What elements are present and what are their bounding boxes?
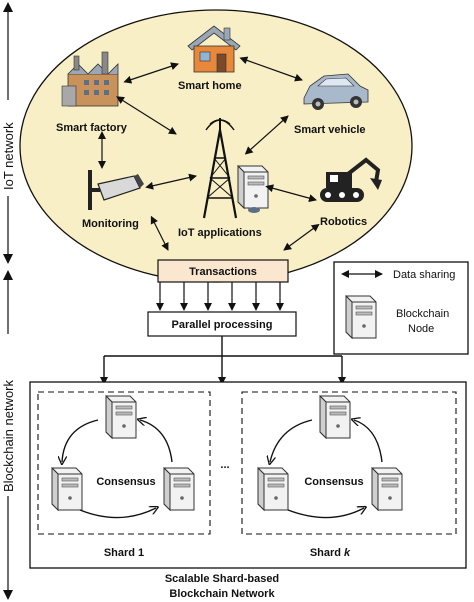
shard-k-node-top — [319, 395, 351, 439]
shard-k-label-suffix: k — [344, 547, 351, 559]
shard-1-consensus-label: Consensus — [96, 476, 155, 488]
smart-factory-label: Smart factory — [56, 122, 128, 134]
robotics-label: Robotics — [320, 216, 367, 228]
shard-k-label-prefix: Shard — [310, 547, 344, 559]
shard-1-label: Shard 1 — [104, 547, 144, 559]
transactions-label: Transactions — [189, 266, 257, 278]
shard-1-dashed-box — [37, 391, 211, 535]
shard-distribution-arrows — [100, 336, 346, 385]
smart-vehicle-icon — [303, 73, 369, 110]
blockchain-network-side-bracket: Blockchain network — [0, 270, 16, 600]
network-title-line1: Scalable Shard-based — [165, 573, 279, 585]
legend-blockchain-node-label-line1: Blockchain — [396, 308, 449, 320]
smart-home-icon — [187, 25, 241, 73]
shard-k-label: Shard k — [310, 547, 351, 559]
parallel-processing-box — [147, 311, 297, 337]
smart-vehicle-label: Smart vehicle — [294, 124, 366, 136]
robotics-excavator-icon — [320, 157, 382, 202]
iot-applications-tower-icon — [202, 118, 238, 219]
shard-1-node-left — [51, 467, 83, 511]
shard-1-node-top — [105, 395, 137, 439]
iot-applications-server-icon — [237, 165, 269, 213]
smart-home-label: Smart home — [178, 80, 242, 92]
iot-data-sharing-arrows — [98, 56, 320, 251]
parallel-arrows — [156, 282, 284, 311]
iot-applications-label: IoT applications — [178, 227, 262, 239]
iot-network-label: IoT network — [1, 122, 16, 190]
iot-network-side-bracket: IoT network — [0, 2, 16, 264]
legend-data-sharing-label: Data sharing — [393, 269, 455, 281]
shard-k-consensus-arrows — [270, 420, 383, 519]
network-title-line2: Blockchain Network — [169, 588, 275, 600]
shard-k-node-right — [371, 467, 403, 511]
smart-factory-icon — [61, 51, 119, 107]
blockchain-network-label: Blockchain network — [1, 380, 16, 492]
shard-k-consensus-label: Consensus — [304, 476, 363, 488]
legend-blockchain-node-label-line2: Node — [408, 323, 434, 335]
legend: Data sharing Blockchain Node — [333, 261, 469, 355]
transactions-box — [157, 259, 289, 283]
shard-1-node-right — [163, 467, 195, 511]
shard-ellipsis: ... — [220, 459, 229, 471]
monitoring-camera-icon — [88, 170, 144, 210]
shard-k-node-left — [257, 467, 289, 511]
shard-k-dashed-box — [241, 391, 457, 535]
legend-blockchain-node-icon — [345, 295, 377, 339]
parallel-processing-label: Parallel processing — [172, 319, 273, 331]
shard-1-consensus-arrows — [62, 420, 173, 519]
monitoring-label: Monitoring — [82, 218, 139, 230]
